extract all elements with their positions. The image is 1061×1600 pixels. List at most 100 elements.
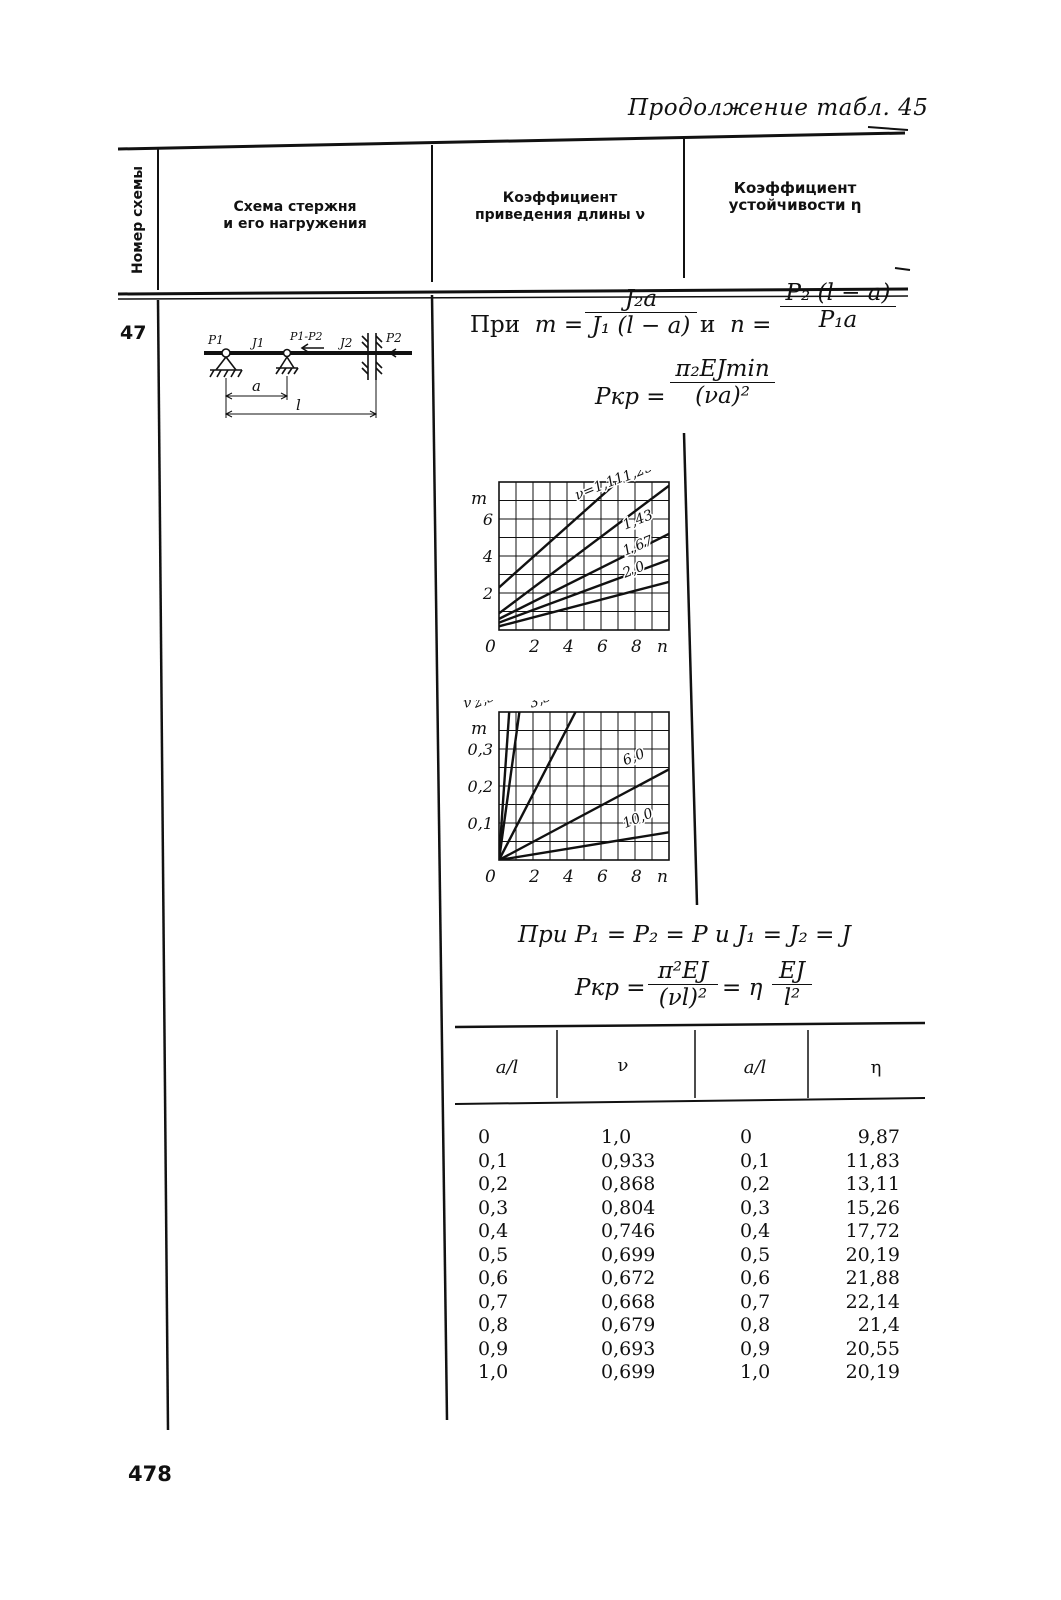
label-l: l: [296, 396, 301, 414]
y-tick-label: 0,1: [468, 814, 493, 833]
x-tick-label: 6: [597, 637, 608, 655]
top-rule: [117, 131, 906, 151]
table-cell: 0,6: [478, 1267, 509, 1289]
table-cell: 0,2: [740, 1173, 771, 1195]
formula-m-n: При m =: [470, 312, 584, 338]
table-header-a-l-2: a/l: [743, 1057, 767, 1078]
table-cell: 17,72: [845, 1220, 900, 1242]
table-cell: 0,4: [740, 1220, 771, 1242]
y-axis-label: m: [471, 489, 487, 509]
table-cell: 0,693: [601, 1337, 656, 1360]
formula-pcr2-fraction1: π²EJ (νl)²: [648, 958, 718, 1011]
formula-pcr2-eta: = η: [722, 975, 763, 1001]
table-cell: 0,699: [601, 1243, 656, 1266]
label-p2: P2: [385, 331, 402, 345]
x-tick-label: 4: [562, 637, 574, 655]
formula-n-fraction: P₂ (l − a) P₁a: [780, 280, 896, 333]
table-header-nu: ν: [617, 1055, 629, 1076]
formula-pcr-lhs: Pкр =: [595, 384, 666, 410]
table-cell: 1,0: [601, 1126, 632, 1148]
table-cell: 0,868: [601, 1173, 656, 1195]
scheme-number: 47: [120, 322, 147, 344]
series-line: [499, 712, 511, 860]
header-scheme: Схема стержня и его нагружения: [223, 199, 367, 232]
y-tick-label: 6: [483, 510, 493, 529]
table-cell: 0,3: [740, 1196, 771, 1219]
page-number: 478: [128, 1462, 172, 1486]
table-cell: 0,668: [601, 1290, 656, 1313]
formula-pcr2-lhs: Pкр =: [575, 975, 646, 1001]
table-cell: 0,746: [601, 1220, 656, 1242]
series-line: [499, 831, 669, 860]
label-p1: P1: [207, 333, 224, 347]
table-cell: 0,8: [740, 1314, 771, 1336]
table-cell: 9,87: [857, 1126, 900, 1148]
chart-frame: [498, 711, 670, 861]
formula-and-n: и n =: [700, 312, 772, 338]
table-cell: 0,8: [478, 1314, 509, 1336]
label-j2: J2: [337, 336, 352, 350]
table-cell: 0,3: [478, 1196, 509, 1219]
formula-equal-loads: При P₁ = P₂ = P и J₁ = J₂ = J: [518, 922, 851, 948]
series-line: [499, 558, 669, 624]
y-tick-label: 0,2: [468, 777, 493, 796]
label-j1: J1: [249, 336, 264, 350]
table-cell: 0,679: [601, 1314, 656, 1336]
table-cell: 0,4: [478, 1220, 509, 1242]
table-cell: 21,88: [845, 1267, 900, 1289]
x-tick-label: 0: [485, 637, 496, 655]
table-cell: 1,0: [740, 1361, 771, 1383]
series-line: [499, 768, 669, 860]
beam-diagram: P1 J1 P1-P2 J2 P2 a l: [204, 330, 412, 418]
series-line: [499, 482, 619, 589]
table-cell: 20,19: [845, 1243, 900, 1266]
table-cell: 1,0: [478, 1361, 509, 1383]
series-line: [499, 532, 669, 620]
roller-support-middle: [282, 348, 292, 358]
series-line: [499, 712, 577, 860]
table-cell: 11,83: [845, 1149, 900, 1172]
label-a: a: [252, 377, 261, 395]
table-header-eta: η: [870, 1057, 882, 1078]
table-cell: 0,1: [478, 1149, 509, 1172]
table-cell: 15,26: [845, 1196, 900, 1219]
table-cell: 0,6: [740, 1267, 771, 1289]
x-tick-label: 6: [597, 867, 608, 885]
x-tick-label: 0: [485, 867, 496, 885]
header-length-coefficient: Коэффициент приведения длины ν: [474, 190, 646, 223]
formula-pcr-fraction: π₂EJmin (νa)²: [670, 356, 775, 409]
series-line: [499, 484, 669, 615]
table-cell: 0,672: [601, 1267, 656, 1289]
table-cell: 0,2: [478, 1173, 509, 1195]
table-cell: 0,1: [740, 1149, 771, 1172]
table-cell: 20,19: [845, 1361, 900, 1383]
y-axis-label: m: [471, 719, 487, 739]
table-cell: 21,4: [857, 1314, 900, 1336]
table-cell: 0: [478, 1126, 491, 1148]
y-tick-label: 0,3: [468, 740, 493, 759]
y-tick-label: 4: [482, 547, 493, 566]
table-header-a-l-1: a/l: [495, 1057, 519, 1078]
formula-m-fraction: J₂a J₁ (l − a): [585, 286, 697, 339]
series-line: [499, 580, 669, 628]
x-tick-label: 2: [528, 637, 540, 655]
table-cell: 0,5: [478, 1243, 509, 1266]
x-axis-label: n: [657, 637, 668, 655]
table-cell: 0,933: [601, 1149, 656, 1172]
x-tick-label: 2: [528, 867, 540, 885]
table-cell: 0,7: [478, 1290, 509, 1313]
table-cell: 0,9: [478, 1337, 509, 1360]
header-stability-coefficient: Коэффициент устойчивости η: [728, 179, 862, 214]
table-cell: 0,804: [601, 1196, 656, 1219]
x-tick-label: 8: [631, 867, 642, 885]
y-tick-label: 2: [482, 584, 493, 603]
table-cell: 0,9: [740, 1337, 771, 1360]
